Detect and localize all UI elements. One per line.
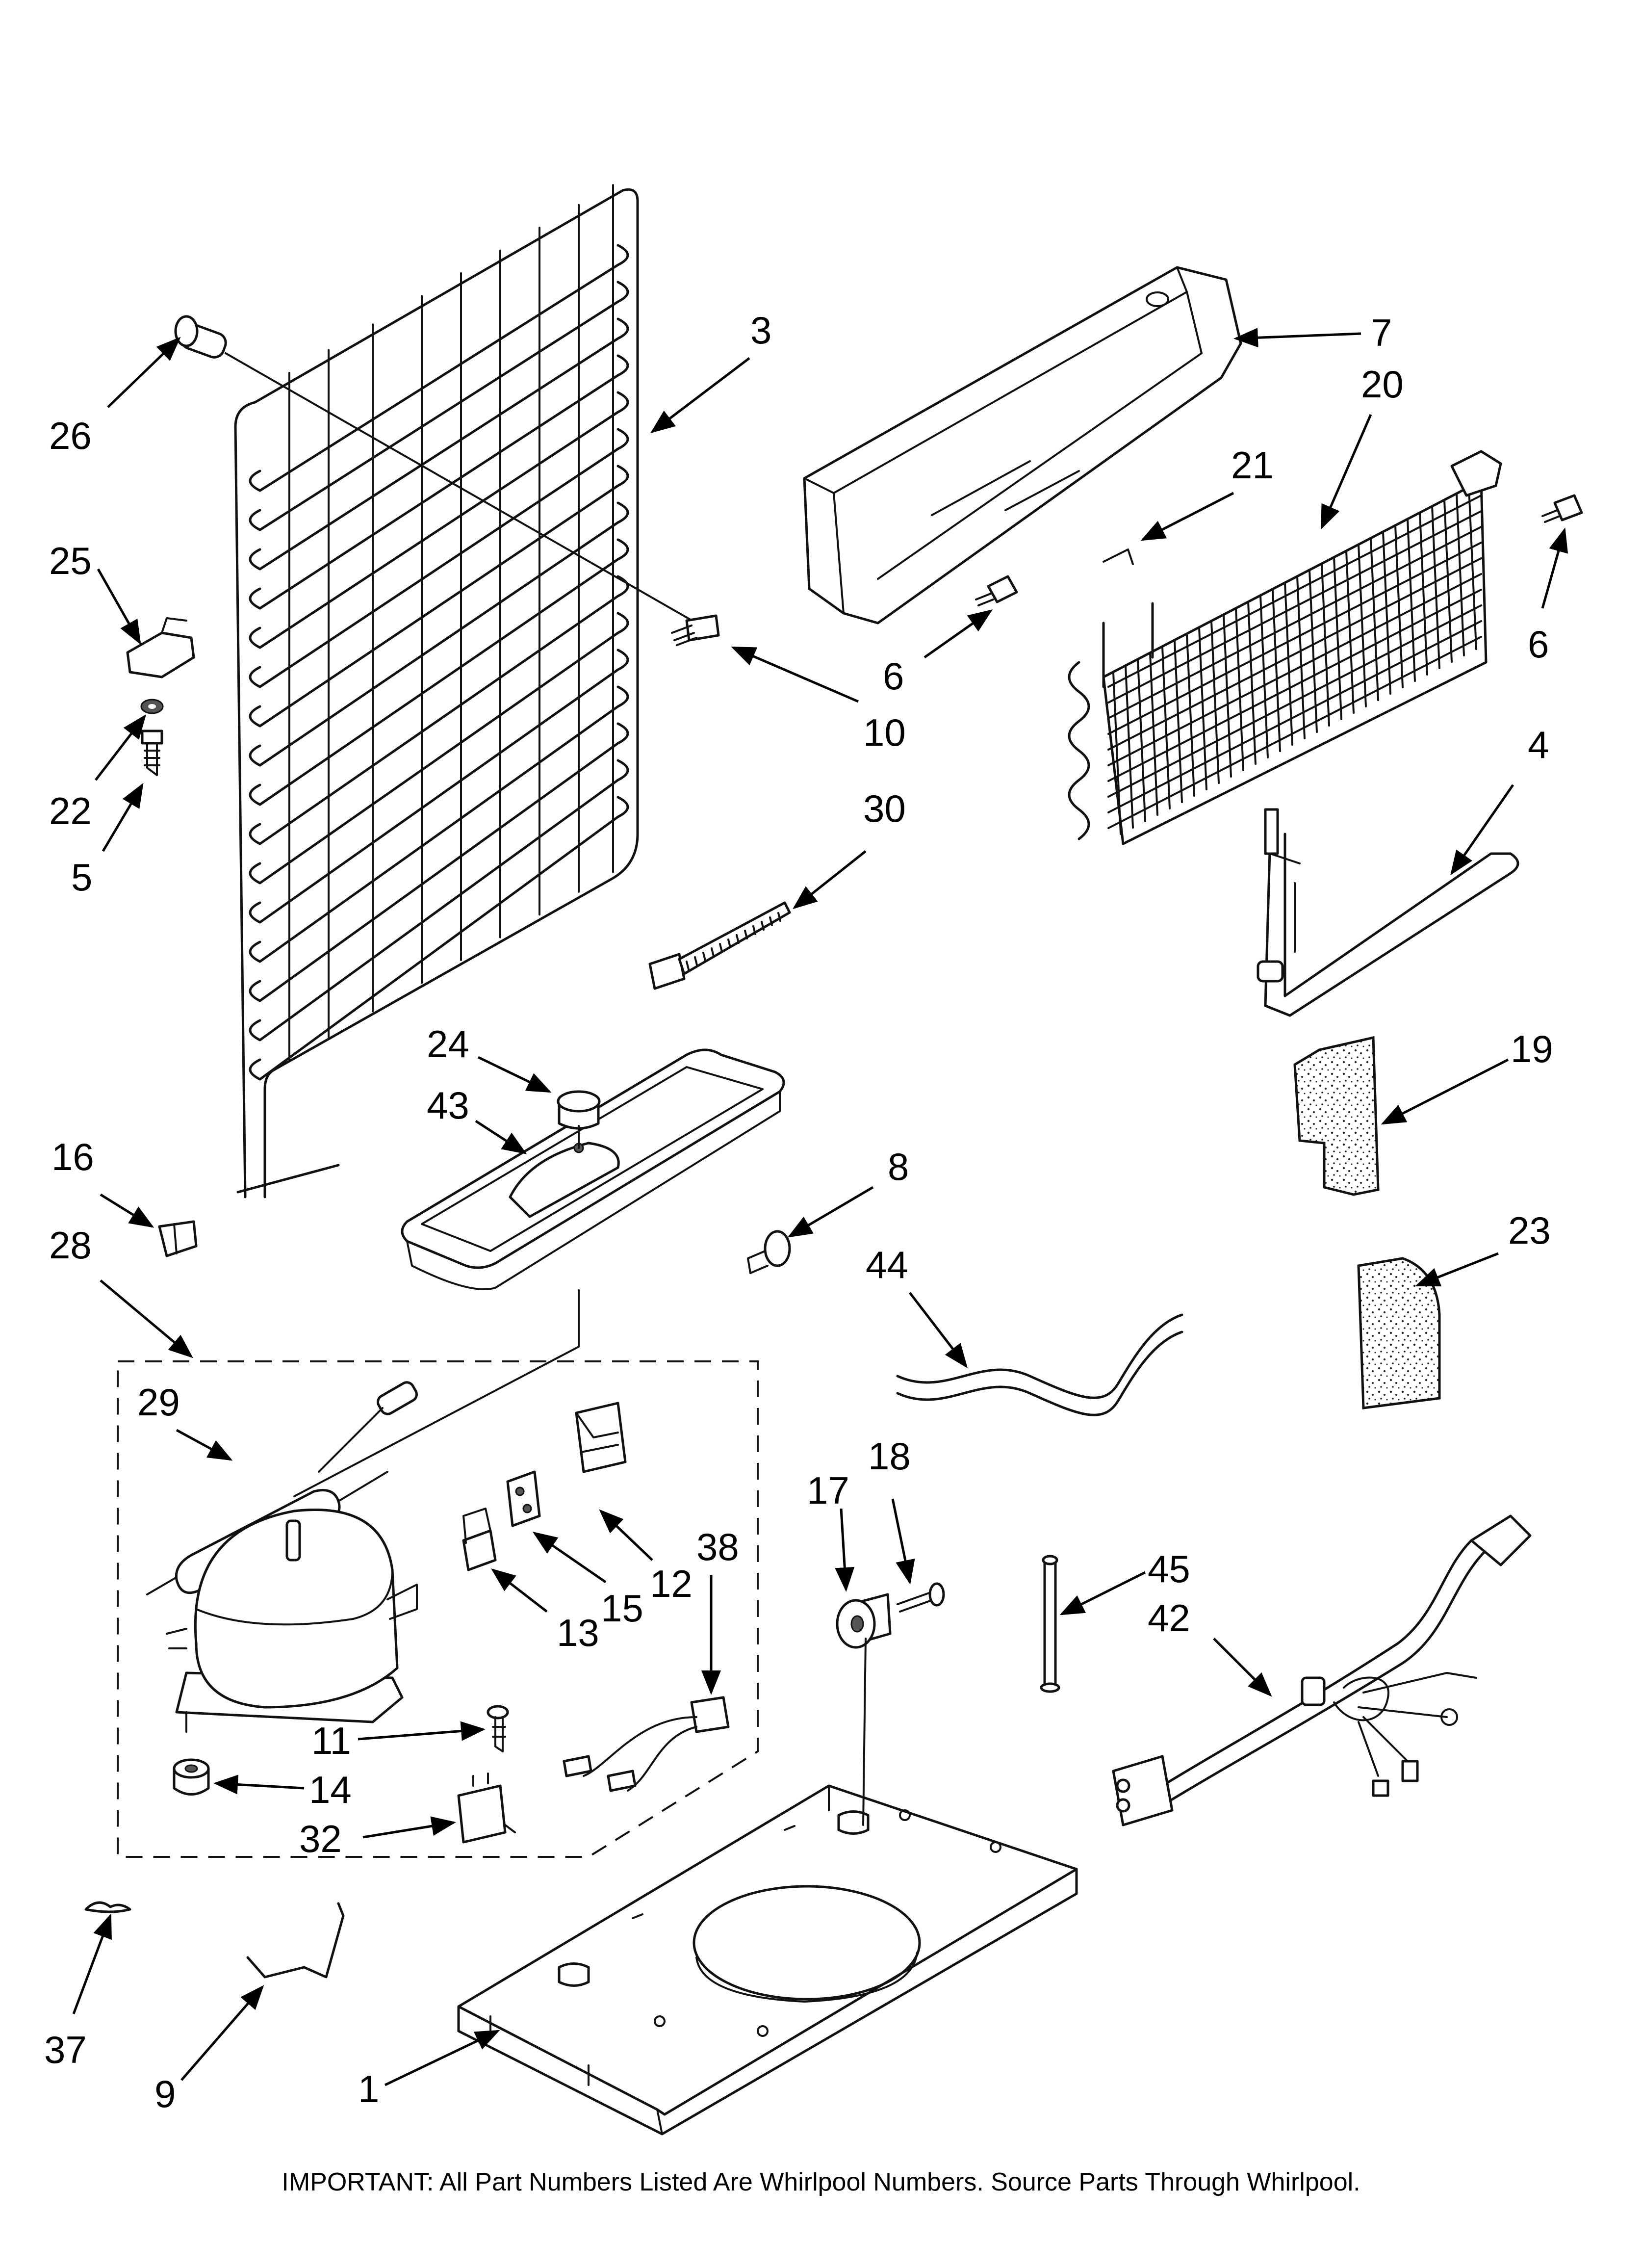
callout-24: 24 [427,1022,469,1066]
callout-22: 22 [49,789,92,833]
harness-38-drawing [563,1696,730,1792]
rivet-pin-drawing [174,315,697,624]
roller-17-drawing [836,1593,892,1649]
callout-14: 14 [309,1768,352,1811]
clip-16-drawing [158,1220,198,1257]
footnote: IMPORTANT: All Part Numbers Listed Are W… [282,2168,1360,2196]
evaporator-cover-drawing [803,266,1242,625]
callout-38: 38 [696,1525,739,1568]
callout-10: 10 [863,711,906,754]
bracket-washer-screw-drawing [126,617,195,776]
callout-37: 37 [44,2028,87,2071]
callout-28: 28 [49,1224,92,1267]
defrost-heater-drawing [1257,808,1519,1017]
callout-4: 4 [1528,723,1549,766]
callout-12: 12 [650,1562,693,1605]
capacitor-32-drawing [457,1773,516,1844]
callout-3: 3 [750,309,771,352]
callout-13: 13 [557,1611,599,1654]
callout-7: 7 [1371,311,1392,354]
callout-15: 15 [601,1587,643,1630]
leader-lines [72,328,1568,2086]
callout-20: 20 [1361,363,1404,406]
screw-6-drawing [975,494,1583,606]
callout-5: 5 [71,856,92,899]
screw-18-drawing [897,1582,945,1613]
callout-29: 29 [137,1381,180,1424]
callout-30: 30 [863,787,906,830]
callout-8: 8 [888,1145,909,1188]
cable-tie-drawing [648,901,791,990]
callout-25: 25 [49,539,92,582]
cover-12-drawing [575,1402,627,1473]
screw-10-drawing [671,614,720,646]
callout-9: 9 [154,2072,176,2115]
overload-13-drawing [462,1508,497,1571]
compressor-group-box [117,1360,759,1858]
callout-1: 1 [358,2067,379,2111]
callout-45: 45 [1148,1547,1190,1590]
callout-32: 32 [299,1817,342,1860]
screw-11-drawing [487,1705,509,1752]
callout-26: 26 [49,414,92,457]
callout-23: 23 [1508,1209,1551,1252]
callout-16: 16 [51,1135,94,1178]
callout-17: 17 [807,1469,849,1512]
wire-9-drawing [246,1902,345,1979]
stud-8-drawing [747,1230,791,1274]
clip-37-drawing [84,1901,131,1913]
power-harness-drawing [1112,1514,1532,1826]
relay-15-drawing [506,1470,541,1527]
callout-19: 19 [1511,1027,1553,1070]
callout-numbers: 3 26 25 22 5 10 7 20 21 6 6 4 30 24 43 1… [44,309,1553,2115]
grommet-14-drawing [173,1758,210,1796]
drain-tube-drawing [896,1313,1183,1416]
callout-43: 43 [427,1084,469,1127]
pin-45-drawing [1040,1555,1060,1693]
callout-44: 44 [866,1243,908,1286]
callout-18: 18 [868,1434,911,1478]
callout-6-right: 6 [1528,623,1549,666]
evaporator-drawing [1068,450,1502,845]
base-pan-drawing [457,1638,1078,2136]
foam-block-19-drawing [1293,1036,1380,1196]
condenser-coil-drawing [234,184,639,1199]
callout-21: 21 [1231,443,1274,487]
callout-6-left: 6 [883,654,904,698]
callout-42: 42 [1148,1596,1190,1640]
callout-11: 11 [311,1719,351,1762]
drain-pan-drawing [293,1048,785,1497]
compressor-drawing [166,1509,418,1733]
